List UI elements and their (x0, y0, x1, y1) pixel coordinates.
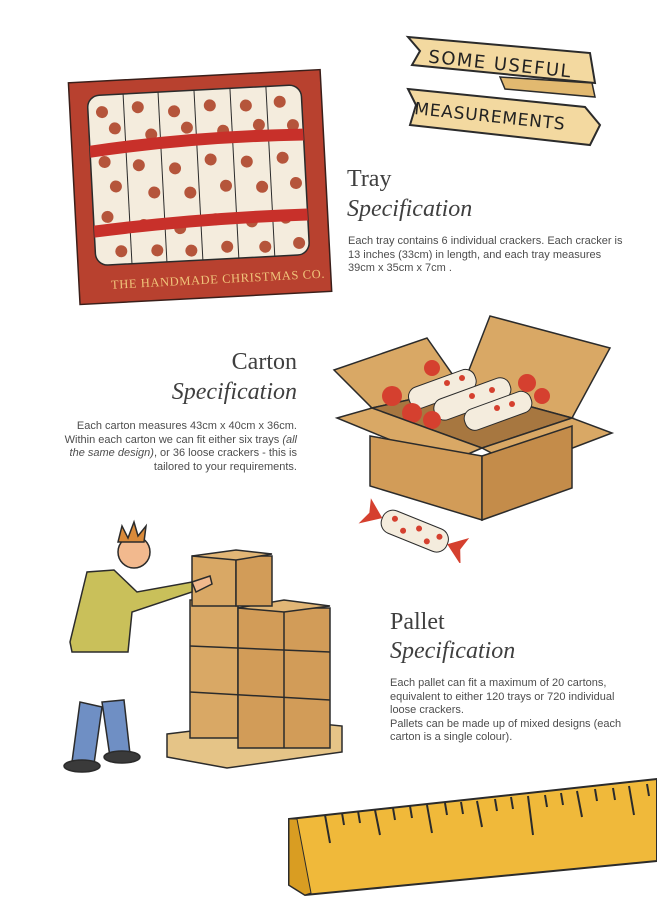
tray-subtitle: Specification (347, 196, 473, 222)
banner-illustration: SOME USEFUL MEASUREMENTS (400, 25, 615, 160)
carton-description-part2: , or 36 loose crackers - this is tailore… (153, 447, 297, 473)
pallet-description-line1: Each pallet can fit a maximum of 20 cart… (390, 677, 615, 716)
carton-description-italic: (all the same design) (69, 433, 297, 460)
pallet-title: Pallet (390, 609, 445, 635)
carton-title: Carton (231, 349, 297, 375)
pallet-subtitle: Specification (390, 638, 516, 664)
carton-illustration (332, 308, 622, 563)
pallet-description-line2: Pallets can be made up of mixed designs … (390, 717, 622, 744)
carton-subtitle: Specification (171, 379, 297, 405)
carton-description-part1: Each carton measures 43cm x 40cm x 36cm.… (64, 420, 297, 446)
tray-title: Tray (347, 166, 392, 192)
pallet-description: Each pallet can fit a maximum of 20 cart… (390, 677, 635, 745)
pallet-illustration (52, 512, 352, 790)
tray-description: Each tray contains 6 individual crackers… (348, 235, 623, 274)
carton-description: Each carton measures 43cm x 40cm x 36cm.… (60, 420, 297, 474)
tray-illustration: THE HANDMADE CHRISTMAS CO. (66, 62, 336, 310)
ruler-illustration (275, 775, 657, 899)
